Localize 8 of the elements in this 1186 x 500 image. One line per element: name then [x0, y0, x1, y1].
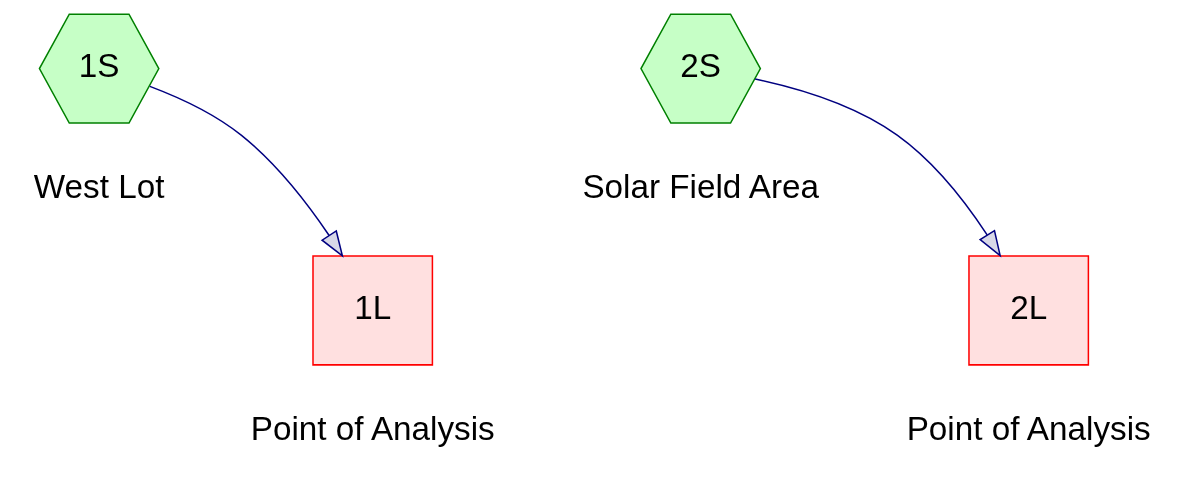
node-label: West Lot [33, 168, 165, 206]
node-box: 1L [312, 255, 434, 366]
node-label: Point of Analysis [250, 409, 495, 447]
node-label: Point of Analysis [906, 409, 1151, 447]
node-label: Solar Field Area [582, 168, 819, 206]
arrow [149, 85, 344, 258]
arrow [754, 78, 1002, 258]
node-box: 2L [968, 255, 1090, 366]
